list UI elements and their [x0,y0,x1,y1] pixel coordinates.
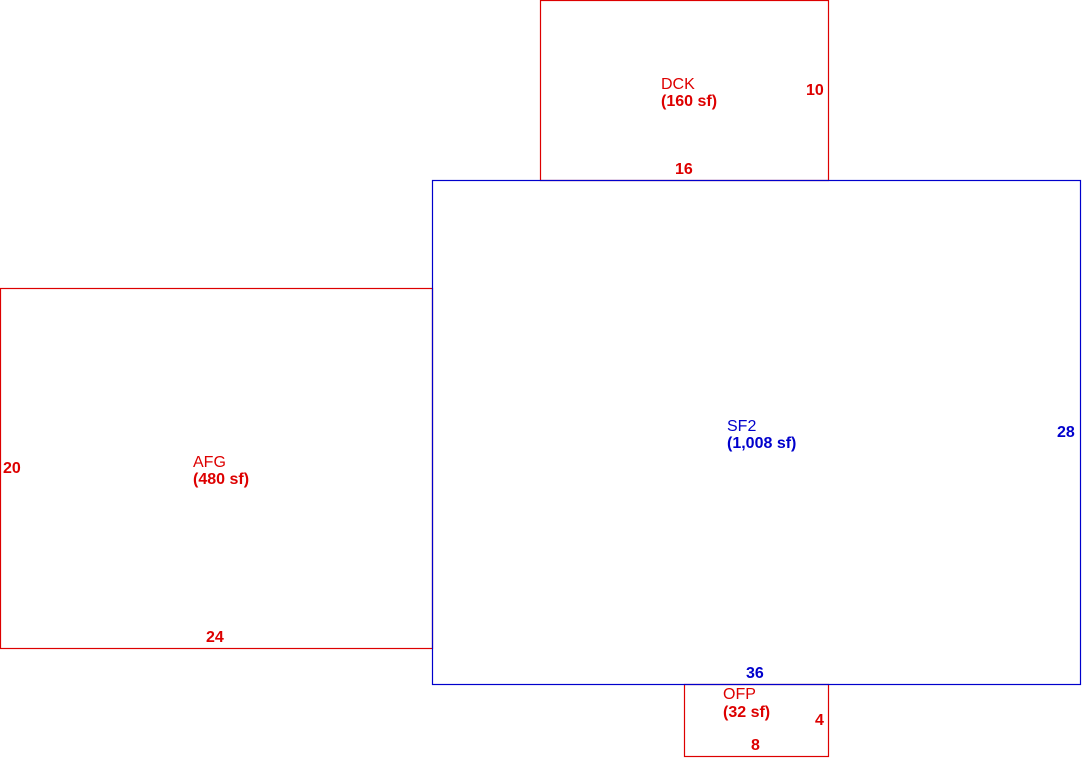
afg-depth-dimension: 20 [3,460,21,477]
dck-area-label: (160 sf) [661,93,717,110]
area-afg: AFG (480 sf) 20 24 [0,287,434,650]
ofp-width-dimension: 8 [751,737,760,754]
sf2-code-label: SF2 [727,418,756,435]
area-ofp: OFP (32 sf) 4 8 [683,683,830,758]
afg-width-dimension: 24 [206,629,224,646]
ofp-depth-dimension: 4 [815,712,824,729]
afg-area-label: (480 sf) [193,471,249,488]
area-dck: DCK (160 sf) 10 16 [539,0,830,182]
afg-code-label: AFG [193,454,226,471]
dck-depth-dimension: 10 [806,82,824,99]
sf2-outline [431,179,1082,686]
ofp-area-label: (32 sf) [723,704,770,721]
dck-code-label: DCK [661,76,695,93]
sf2-width-dimension: 36 [746,665,764,682]
sf2-depth-dimension: 28 [1057,424,1075,441]
sf2-area-label: (1,008 sf) [727,435,796,452]
ofp-code-label: OFP [723,686,756,703]
area-sf2: SF2 (1,008 sf) 28 36 [431,179,1082,686]
dck-width-dimension: 16 [675,161,693,178]
